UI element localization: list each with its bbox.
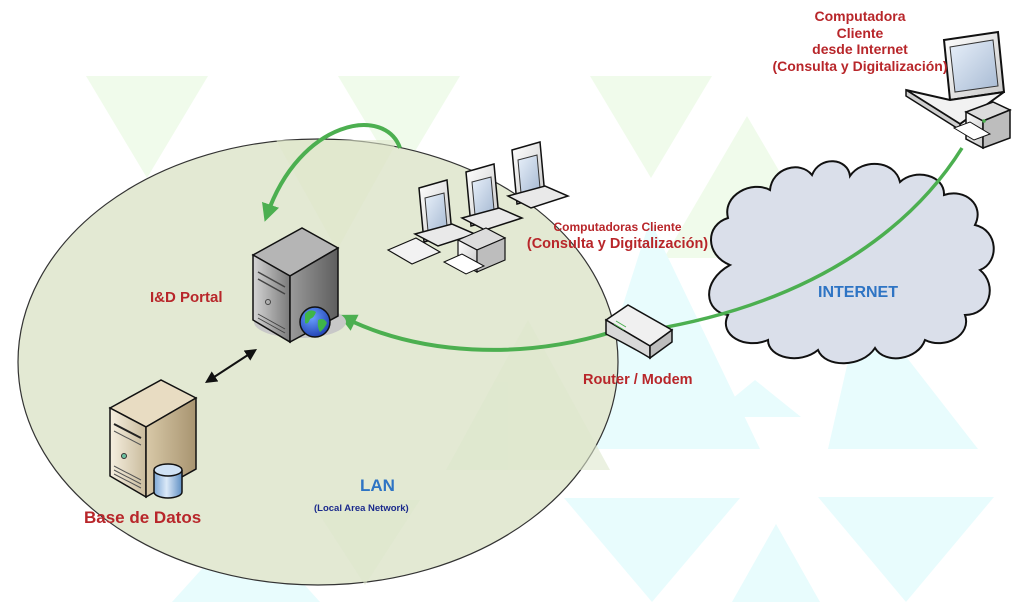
watermark-triangle <box>86 76 208 178</box>
internet-label: INTERNET <box>818 284 898 301</box>
web-server-icon <box>251 227 346 344</box>
watermark-triangle <box>338 76 460 178</box>
keyboard-icon <box>386 237 442 265</box>
router-to-portal-arrow <box>338 314 613 352</box>
workstation-2 <box>459 163 525 231</box>
watermark-triangle <box>732 524 820 602</box>
remote-client-line-1: Computadora <box>814 8 906 24</box>
laptop-icon <box>905 30 1006 132</box>
router-label: Router / Modem <box>583 372 693 388</box>
remote-printer-icon <box>952 101 1012 150</box>
remote-client-label: Computadora Cliente desde Internet (Cons… <box>735 8 985 74</box>
watermark-triangle <box>710 380 801 417</box>
portal-label: I&D Portal <box>150 289 223 306</box>
local-clients-line-2: (Consulta y Digitalización) <box>526 236 709 252</box>
watermark-triangle <box>818 497 994 602</box>
portal-database-double-arrow <box>204 349 258 383</box>
router-icon <box>604 304 674 360</box>
lan-watermark <box>276 140 610 585</box>
database-cylinder-icon <box>153 463 183 499</box>
printer-icon <box>442 227 507 275</box>
remote-client-line-2: Cliente <box>836 24 884 41</box>
internet-link-line <box>649 147 964 332</box>
internet-cloud <box>708 160 995 365</box>
lan-sublabel: (Local Area Network) <box>314 503 409 514</box>
database-server-icon <box>108 379 198 499</box>
local-clients-line-1: Computadoras Cliente <box>553 220 682 234</box>
workstation-1 <box>386 179 478 265</box>
remote-client-line-3: desde Internet <box>812 41 908 57</box>
database-label: Base de Datos <box>84 508 202 527</box>
remote-client-line-4: (Consulta y Digitalización) <box>772 57 948 74</box>
lan-label: LAN <box>360 476 395 495</box>
local-clients-label: Computadoras Cliente (Consulta y Digital… <box>505 219 730 253</box>
watermark-triangle <box>564 498 740 602</box>
watermark-triangle <box>590 76 712 178</box>
workstation-3 <box>505 141 571 209</box>
clients-to-portal-arrow <box>262 123 402 222</box>
desktop-workstations-icon <box>386 141 571 275</box>
